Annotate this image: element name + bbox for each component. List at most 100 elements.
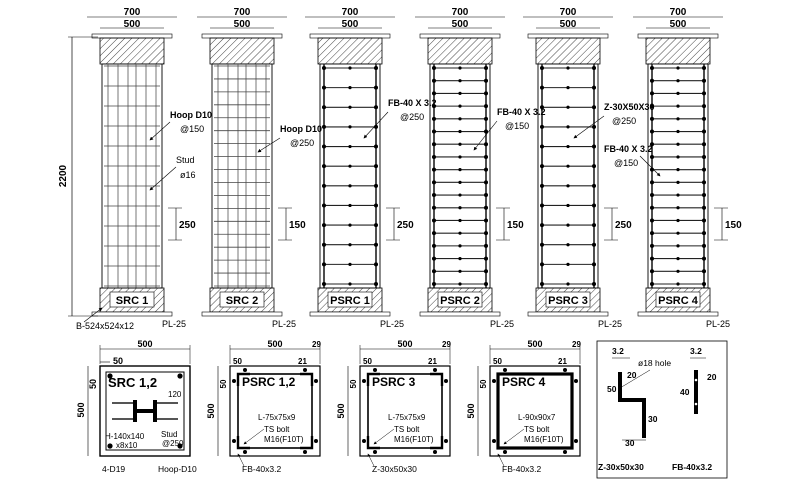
dim-inner-label: 500 bbox=[670, 19, 687, 30]
dim-inner-label: 500 bbox=[560, 19, 577, 30]
psrc1-fb-spacing: @250 bbox=[400, 112, 424, 122]
top-plate bbox=[637, 33, 719, 39]
z-d30-v: 30 bbox=[648, 414, 658, 424]
spacing-dim-label: 150 bbox=[725, 220, 742, 231]
column-label: PSRC 1 bbox=[330, 295, 370, 307]
z-detail-label: Z-30x50x30 bbox=[598, 462, 644, 472]
dim-top-label: 700 bbox=[452, 7, 469, 18]
section-dim-50: 50 bbox=[363, 357, 372, 366]
src-section-outline bbox=[99, 365, 191, 457]
base-plate bbox=[637, 311, 719, 317]
fb-d20: 20 bbox=[707, 372, 717, 382]
section-dim-w: 500 bbox=[527, 339, 542, 349]
src-dim-120: 120 bbox=[168, 390, 182, 399]
src1-stud-dia: ø16 bbox=[180, 170, 196, 180]
height-dim-label: 2200 bbox=[58, 164, 69, 187]
section-dim-21: 21 bbox=[428, 357, 437, 366]
section-bolt: TS bolt bbox=[264, 425, 290, 434]
section-dim-29: 29 bbox=[572, 340, 581, 349]
spacing-dim-label: 150 bbox=[289, 220, 306, 231]
section-angle: L-75x75x9 bbox=[388, 413, 426, 422]
top-stub bbox=[99, 37, 165, 65]
psrc2-fb-spacing: @150 bbox=[505, 121, 529, 131]
base-plate bbox=[309, 311, 391, 317]
top-stub bbox=[645, 37, 711, 65]
psrc3-z-spacing: @250 bbox=[612, 116, 636, 126]
src-dim-w: 500 bbox=[137, 339, 152, 349]
section-angle: L-90x90x7 bbox=[518, 413, 556, 422]
column-label: PSRC 4 bbox=[658, 295, 699, 307]
fb-profile bbox=[694, 370, 698, 414]
src1-hoop-label: Hoop D10 bbox=[170, 110, 212, 120]
dim-top-label: 700 bbox=[560, 7, 577, 18]
pl-label-6: PL-25 bbox=[706, 319, 730, 329]
section-outline bbox=[359, 365, 451, 457]
src1-stud-label: Stud bbox=[176, 155, 195, 165]
src-bars: 4-D19 bbox=[102, 464, 125, 474]
top-stub bbox=[535, 37, 601, 65]
top-stub bbox=[427, 37, 493, 65]
dim-top-label: 700 bbox=[124, 7, 141, 18]
tie-detail-box: 3.2 50 20 30 30 ø18 hole Z-30x50x30 3.2 … bbox=[596, 340, 728, 479]
src-dim-h: 500 bbox=[76, 402, 86, 417]
src-stud: Stud bbox=[161, 430, 177, 439]
section-bolt-2: M16(F10T) bbox=[264, 435, 304, 444]
fb-thickness: 3.2 bbox=[690, 346, 702, 356]
dim-inner-label: 500 bbox=[452, 19, 469, 30]
section-tie bbox=[496, 372, 574, 450]
section-dim-w: 500 bbox=[267, 339, 282, 349]
section-dim-h: 500 bbox=[336, 403, 346, 418]
dim-inner-label: 500 bbox=[234, 19, 251, 30]
src-stud-sp: @250 bbox=[162, 439, 184, 448]
top-plate bbox=[527, 33, 609, 39]
elevation-annotations: 2200 Hoop D10 @150 Stud ø16 Hoop D10 @25… bbox=[58, 36, 730, 331]
section-dim-h: 500 bbox=[206, 403, 216, 418]
section-outline bbox=[229, 365, 321, 457]
hole-label: ø18 hole bbox=[638, 358, 671, 368]
base-plate bbox=[201, 311, 283, 317]
section-title: PSRC 1,2 bbox=[242, 375, 296, 389]
section-bolt: TS bolt bbox=[524, 425, 550, 434]
dim-inner-label: 500 bbox=[124, 19, 141, 30]
src1-hoop-spacing: @150 bbox=[180, 124, 204, 134]
pl-label-3: PL-25 bbox=[380, 319, 404, 329]
section-dim-29: 29 bbox=[312, 340, 321, 349]
section-dim-21: 21 bbox=[558, 357, 567, 366]
section-bolt-2: M16(F10T) bbox=[394, 435, 434, 444]
psrc2-fb-label: FB-40 X 3.2 bbox=[497, 107, 546, 117]
base-plate bbox=[419, 311, 501, 317]
pl-label-4: PL-25 bbox=[490, 319, 514, 329]
src2-hoop-label: Hoop D10 bbox=[280, 124, 322, 134]
section-dim-21: 21 bbox=[298, 357, 307, 366]
src-dim-cover: 50 bbox=[113, 356, 123, 366]
top-stub bbox=[317, 37, 383, 65]
psrc1-fb-label: FB-40 X 3.2 bbox=[388, 98, 437, 108]
column-body bbox=[537, 63, 599, 289]
base-plate-label: B-524x524x12 bbox=[76, 321, 134, 331]
section-src12: 500 50 500 50 SRC 1,2 120 H-140x140 x8x1… bbox=[76, 339, 197, 474]
dim-inner-label: 500 bbox=[342, 19, 359, 30]
pl-label-2: PL-25 bbox=[272, 319, 296, 329]
top-stub bbox=[209, 37, 275, 65]
fb-detail-label: FB-40x3.2 bbox=[672, 462, 712, 472]
top-plate bbox=[91, 33, 173, 39]
src-dim-side: 50 bbox=[88, 379, 98, 389]
column-body bbox=[647, 63, 709, 289]
section-dim-50: 50 bbox=[233, 357, 242, 366]
z-d20: 20 bbox=[627, 370, 637, 380]
column-body bbox=[101, 63, 163, 289]
dim-top-label: 700 bbox=[670, 7, 687, 18]
section-tie bbox=[367, 373, 443, 449]
spacing-dim-label: 250 bbox=[397, 220, 414, 231]
z-profile bbox=[618, 372, 646, 438]
section-title: PSRC 4 bbox=[502, 375, 546, 389]
dim-top-label: 700 bbox=[342, 7, 359, 18]
column-label: PSRC 3 bbox=[548, 295, 588, 307]
